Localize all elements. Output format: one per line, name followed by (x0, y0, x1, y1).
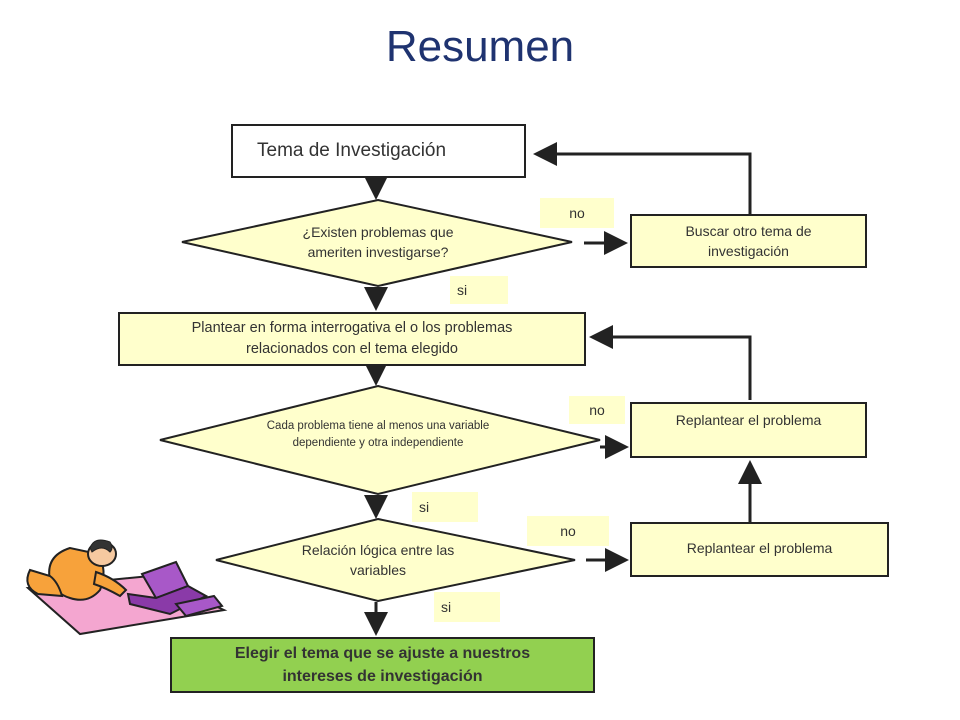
book-shape (174, 594, 224, 618)
label-no-1: no (540, 198, 614, 228)
decision-q2-text: Cada problema tiene al menos una variabl… (266, 420, 490, 449)
label-no-2: no (569, 396, 625, 424)
page-title: Resumen (385, 22, 575, 71)
label-si-1: si (450, 276, 508, 304)
node-replantear-problema-1: Replantear el problema (630, 402, 867, 458)
arrow-buscar-to-tema (533, 142, 752, 214)
decision-diamond-3 (215, 517, 576, 603)
arrow-replantear1-to-plantear (589, 325, 752, 400)
node-replantear2-label: Replantear el problema (686, 540, 833, 556)
label-si-2: si (412, 492, 478, 522)
node-elegir-tema: Elegir el tema que se ajuste a nuestros … (170, 637, 595, 693)
person-hair (89, 539, 113, 553)
node-plantear-label: Plantear en forma interrogativa el o los… (191, 319, 513, 357)
node-tema-investigacion: Tema de Investigación (231, 124, 526, 178)
node-buscar-label: Buscar otro tema de investigación (685, 222, 812, 259)
decision-diamond-1 (181, 198, 573, 288)
label-si-3: si (434, 592, 500, 622)
node-buscar-otro-tema: Buscar otro tema de investigación (630, 214, 867, 268)
person-working-at-laptop-clipart (25, 539, 228, 636)
laptop-base (126, 584, 209, 616)
decision-q1-text: ¿Existen problemas que ameriten investig… (302, 224, 454, 261)
node-plantear-problemas: Plantear en forma interrogativa el o los… (118, 312, 586, 366)
person-arm (92, 570, 128, 598)
decision-q3-text: Relación lógica entre las variables (301, 542, 455, 579)
person-legs (26, 568, 64, 598)
decision-diamond-2 (159, 384, 601, 496)
label-no-3: no (527, 516, 609, 546)
node-elegir-label: Elegir el tema que se ajuste a nuestros … (234, 644, 531, 685)
node-tema-label: Tema de Investigación (257, 140, 447, 162)
node-replantear-problema-2: Replantear el problema (630, 522, 889, 577)
node-replantear1-label: Replantear el problema (675, 412, 822, 428)
